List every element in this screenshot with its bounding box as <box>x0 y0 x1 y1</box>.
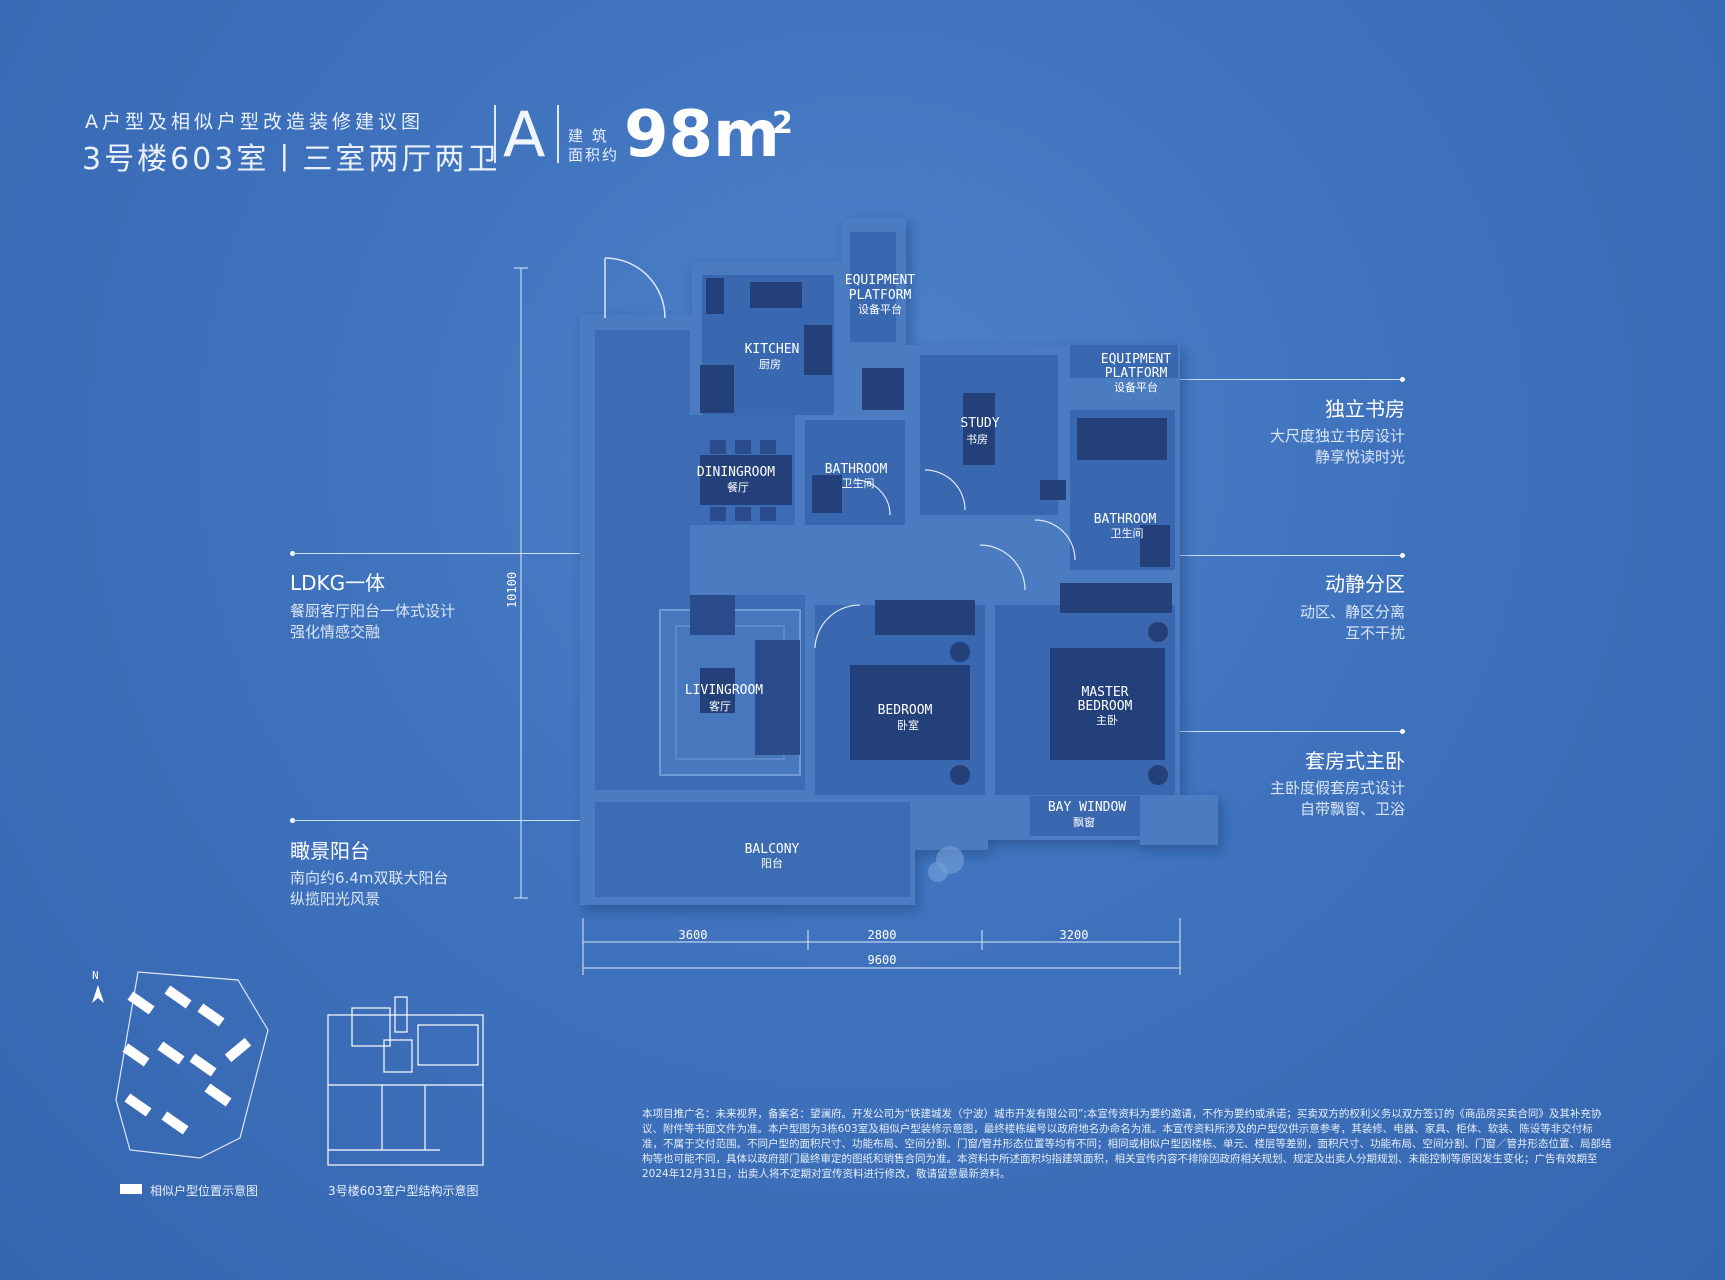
dimension-labels: 10100 3600 2800 3200 9600 <box>505 572 1088 967</box>
room-label: BAY WINDOW <box>1048 800 1126 815</box>
unit-letter: A <box>503 98 546 171</box>
callout-line <box>293 820 663 821</box>
room-label: 飘窗 <box>1073 815 1095 829</box>
room-label: 主卧 <box>1096 714 1118 727</box>
callout-master-title: 套房式主卧 <box>1305 749 1405 773</box>
furniture <box>659 278 1172 882</box>
area-value: 98m <box>624 98 780 172</box>
callout-study-title: 独立书房 <box>1325 397 1405 421</box>
room-label: 厨房 <box>759 358 781 371</box>
room-label: PLATFORM <box>1105 366 1168 381</box>
room-label: BATHROOM <box>825 462 888 477</box>
room-label: 卧室 <box>897 718 919 732</box>
callout-zoning-desc: 动区、静区分离 互不干扰 <box>1160 602 1405 644</box>
structure-caption: 3号楼603室户型结构示意图 <box>328 1184 479 1198</box>
room-label: 餐厅 <box>727 480 749 494</box>
room-label: MASTER <box>1082 685 1129 700</box>
site-plan-thumbnail: N <box>92 969 269 1159</box>
room-label: BEDROOM <box>878 703 933 718</box>
callout-ldkg-title: LDKG一体 <box>290 571 386 595</box>
plan-subtitle: A户型及相似户型改造装修建议图 <box>85 111 424 133</box>
room-label: 阳台 <box>761 856 783 870</box>
plan-title: 3号楼603室丨三室两厅两卫 <box>82 142 501 177</box>
north-label: N <box>92 969 99 982</box>
callout-ldkg-line2: 强化情感交融 <box>290 623 381 641</box>
room-label: BALCONY <box>745 842 800 857</box>
room-label: STUDY <box>960 416 999 431</box>
area-label: 建 筑 面积约 <box>568 127 620 164</box>
callout-dot <box>1400 553 1405 558</box>
callout-master-line1: 主卧度假套房式设计 <box>1269 779 1405 797</box>
site-plan-caption: 相似户型位置示意图 <box>150 1184 259 1198</box>
dimension-width-2: 2800 <box>868 928 897 942</box>
callout-master-line2: 自带飘窗、卫浴 <box>1299 800 1405 818</box>
callout-balcony-line2: 纵揽阳光风景 <box>290 890 381 908</box>
area-superscript: 2 <box>772 106 793 141</box>
callout-dot <box>290 551 295 556</box>
dimension-height: 10100 <box>505 572 519 608</box>
dimension-width-3: 3200 <box>1060 928 1089 942</box>
callout-ldkg-desc: 餐厨客厅阳台一体式设计 强化情感交融 <box>290 601 455 643</box>
callout-zoning-title: 动静分区 <box>1325 572 1405 596</box>
room-labels: EQUIPMENT PLATFORM 设备平台 KITCHEN 厨房 EQUIP… <box>685 273 1172 870</box>
room-label: 卫生间 <box>842 476 875 490</box>
dimension-total: 9600 <box>868 953 897 967</box>
room-label: 客厅 <box>709 699 731 713</box>
callout-master-desc: 主卧度假套房式设计 自带飘窗、卫浴 <box>1160 778 1405 820</box>
legend-swatch <box>120 1184 142 1194</box>
room-label: PLATFORM <box>849 288 912 303</box>
callout-study-desc: 大尺度独立书房设计 静享悦读时光 <box>1160 426 1405 468</box>
callout-zoning-line1: 动区、静区分离 <box>1299 603 1405 621</box>
callout-study-line2: 静享悦读时光 <box>1314 448 1405 466</box>
room-label: BATHROOM <box>1094 512 1157 527</box>
callout-balcony-line1: 南向约6.4m双联大阳台 <box>290 869 449 887</box>
door-swings <box>814 469 1076 649</box>
room-label: 设备平台 <box>858 302 902 316</box>
callout-dot <box>290 818 295 823</box>
structure-thumbnail <box>327 996 484 1166</box>
dimension-lines <box>514 267 1181 975</box>
room-label: 书房 <box>966 433 988 446</box>
door-swing <box>604 257 666 319</box>
header-divider <box>557 105 559 163</box>
callout-balcony-title: 瞰景阳台 <box>290 839 370 863</box>
callout-study-line1: 大尺度独立书房设计 <box>1269 427 1405 445</box>
dimension-width-1: 3600 <box>679 928 708 942</box>
room-label: BEDROOM <box>1078 699 1133 714</box>
room-label: 卫生间 <box>1111 526 1144 540</box>
room-label: DININGROOM <box>697 465 775 480</box>
callout-ldkg-line1: 餐厨客厅阳台一体式设计 <box>290 602 456 620</box>
room-label: LIVINGROOM <box>685 683 763 698</box>
callout-line <box>1090 731 1403 732</box>
disclaimer-text: 本项目推广名：未来视界，备案名：望澜府。开发公司为“铁建城发（宁波）城市开发有限… <box>642 1108 1612 1180</box>
room-label: EQUIPMENT <box>1101 352 1172 367</box>
north-arrow-icon <box>92 985 104 1003</box>
header-divider <box>494 105 496 163</box>
callout-balcony-desc: 南向约6.4m双联大阳台 纵揽阳光风景 <box>290 868 448 910</box>
room-label: EQUIPMENT <box>845 273 916 288</box>
callout-zoning-line2: 互不干扰 <box>1344 624 1405 642</box>
callout-line <box>293 553 753 554</box>
room-label: 设备平台 <box>1114 380 1158 394</box>
callout-dot <box>1400 729 1405 734</box>
callout-line <box>1105 379 1403 380</box>
room-label: KITCHEN <box>745 342 800 357</box>
callout-dot <box>1400 377 1405 382</box>
